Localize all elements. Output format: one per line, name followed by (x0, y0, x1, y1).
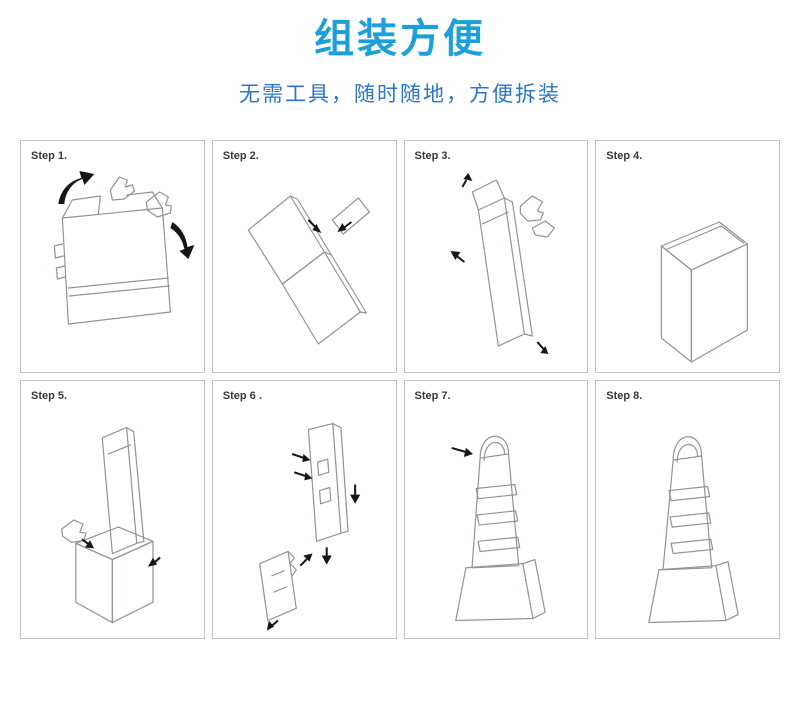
step-label: Step 5. (31, 390, 68, 402)
hand-icon (519, 195, 544, 222)
fold-arrow-icon (449, 173, 548, 354)
step-3-illustration (449, 173, 555, 354)
step-5-illustration (61, 427, 161, 624)
upright-panel-drawing (471, 179, 555, 347)
hand-icon (145, 191, 172, 218)
step-label: Step 7. (414, 390, 451, 402)
step-label: Step 2. (222, 150, 259, 162)
page-title: 组装方便 (314, 17, 486, 61)
shelf-insert-drawing (258, 422, 349, 622)
insert-arrow-icon (84, 540, 158, 567)
insert-arrow-icon (266, 454, 360, 631)
step-panel-5: Step 5. (20, 380, 205, 639)
base-bin-drawing (661, 221, 749, 363)
header: 组装方便 无需工具，随时随地，方便拆装 (0, 0, 800, 108)
step-label: Step 6 . (222, 390, 262, 402)
panel-into-base-drawing (61, 427, 154, 624)
step-6-illustration (258, 422, 360, 631)
fold-arrow-icon (312, 223, 347, 233)
finished-display-drawing (648, 436, 739, 624)
step-panel-8: Step 8. (595, 380, 780, 639)
step-panel-7: Step 7. (403, 380, 589, 639)
step-4-illustration (661, 221, 749, 363)
step-2-illustration (247, 195, 370, 345)
flat-carton-drawing (53, 176, 172, 325)
hand-icon (109, 176, 135, 201)
insert-arrow-icon (269, 453, 356, 628)
step-1-illustration (53, 171, 195, 325)
step-panel-6: Step 6 . (211, 380, 397, 639)
step-7-illustration (450, 435, 546, 622)
hand-icon (61, 519, 87, 543)
step-panel-3: Step 3. (403, 140, 589, 373)
hand-icon (531, 220, 555, 238)
step-panel-2: Step 2. (211, 140, 397, 373)
step-panel-1: Step 1. (20, 140, 205, 373)
pointer-arrow-icon (463, 447, 473, 458)
assembled-display-drawing (454, 435, 546, 622)
unfold-arrow-icon (58, 171, 195, 259)
page-subtitle: 无需工具，随时随地，方便拆装 (239, 83, 561, 106)
step-label: Step 8. (606, 390, 643, 402)
folded-panel-drawing (247, 195, 370, 345)
step-panel-4: Step 4. (595, 140, 780, 373)
step-label: Step 1. (31, 150, 68, 162)
steps-grid: Step 1. (20, 140, 780, 639)
step-8-illustration (648, 436, 739, 624)
pointer-arrow-icon (450, 446, 466, 453)
step-label: Step 3. (414, 150, 451, 162)
step-label: Step 4. (606, 150, 643, 162)
